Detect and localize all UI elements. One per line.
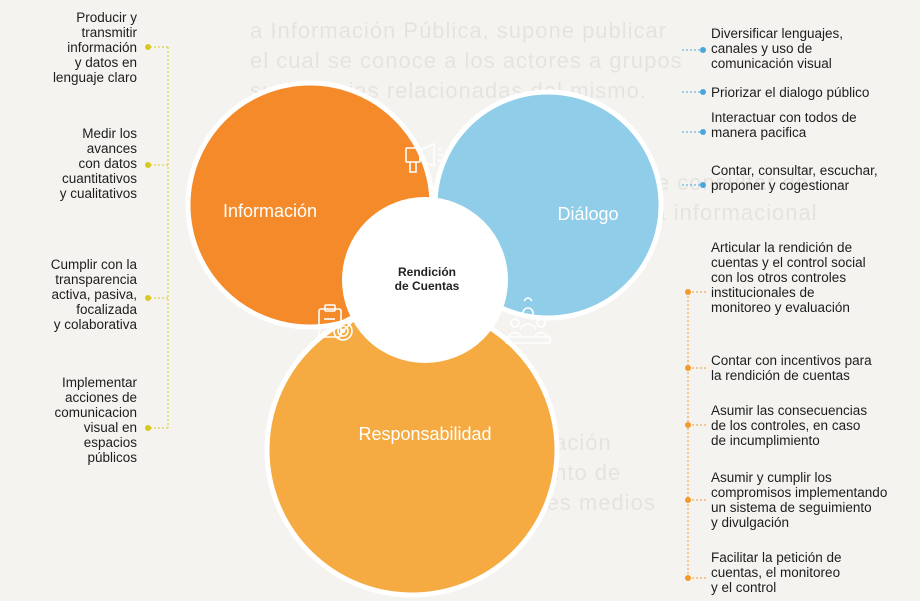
megaphone-icon	[405, 142, 443, 173]
left-item-1-line-3: información	[67, 40, 137, 55]
left-bullet-1	[145, 44, 151, 50]
right-resp-item-1-line-3: con los otros controles	[711, 270, 847, 285]
right-resp-item-4-line-2: compromisos implementando	[711, 485, 888, 500]
left-item-4-line-6: públicos	[87, 450, 137, 465]
right-connector-responsabilidad	[687, 291, 706, 579]
center-circle	[342, 197, 508, 363]
right-resp-item-2-line-2: la rendición de cuentas	[711, 368, 850, 383]
right-dialogo-item-1-line-2: canales y uso de	[711, 41, 813, 56]
right-resp-item-1-line-4: institucionales de	[711, 285, 815, 300]
right-dialogo-item-1-line-1: Diversificar lenguajes,	[711, 26, 844, 41]
left-item-1-line-5: lenguaje claro	[52, 70, 137, 85]
right-dialogo-item-3-line-2: manera pacifica	[711, 125, 807, 140]
right-resp-item-3-line-3: de incumplimiento	[711, 433, 820, 448]
right-resp-item-4-line-1: Asumir y cumplir los	[711, 470, 832, 485]
right-resp-bullet-4	[685, 497, 691, 503]
right-resp-bullet-3	[685, 422, 691, 428]
right-resp-item-5-line-1: Facilitar la petición de	[711, 550, 842, 565]
right-resp-item-2-line-1: Contar con incentivos para	[711, 353, 872, 368]
label-dialogo: Diálogo	[557, 204, 618, 224]
people-group-icon	[505, 297, 551, 344]
right-resp-item-1-line-1: Articular la rendición de	[711, 240, 853, 255]
left-item-4-line-4: visual en	[83, 420, 137, 435]
circle-responsabilidad	[267, 305, 557, 595]
right-resp-item-5-line-3: y el control	[711, 580, 777, 595]
right-resp-bullet-2	[685, 365, 691, 371]
left-item-2-line-5: y cualitativos	[59, 186, 137, 201]
left-bullet-2	[145, 162, 151, 168]
right-dialogo-bullet-3	[700, 129, 706, 135]
target-clipboard-icon	[318, 304, 356, 341]
left-item-1-line-1: Producir y	[76, 10, 137, 25]
left-item-3-line-4: focalizada	[76, 302, 137, 317]
center-title-line2: de Cuentas	[395, 279, 460, 293]
right-resp-item-3-line-2: de los controles, en caso	[711, 418, 861, 433]
left-item-3-line-2: transparencia	[55, 272, 137, 287]
left-connector	[150, 46, 169, 429]
right-resp-item-1-line-5: monitoreo y evaluación	[711, 300, 850, 315]
left-item-2-line-3: con datos	[78, 156, 137, 171]
label-informacion: Información	[223, 201, 317, 221]
right-resp-item-1-line-2: cuentas y el control social	[711, 255, 866, 270]
right-dialogo-bullet-1	[700, 47, 706, 53]
right-resp-item-4-line-4: y divulgación	[711, 515, 790, 530]
right-dialogo-bullet-2	[700, 89, 706, 95]
right-resp-bullet-5	[685, 575, 691, 581]
left-item-1-line-2: transmitir	[81, 25, 137, 40]
right-resp-bullet-1	[685, 289, 691, 295]
left-item-4-line-1: Implementar	[61, 375, 137, 390]
right-resp-item-4-line-3: un sistema de seguimiento	[711, 500, 872, 515]
right-dialogo-item-3-line-1: Interactuar con todos de	[711, 110, 857, 125]
right-dialogo-item-4: Contar, consultar, escuchar,proponer y c…	[711, 163, 878, 193]
left-item-2-line-2: avances	[86, 141, 137, 156]
left-item-4-line-2: acciones de	[64, 390, 137, 405]
left-item-1-line-4: y datos en	[74, 55, 137, 70]
left-item-4-line-3: comunicacion	[54, 405, 137, 420]
label-responsabilidad: Responsabilidad	[358, 424, 491, 444]
right-dialogo-item-2: Priorizar el dialogo público	[711, 85, 869, 100]
right-dialogo-item-2-line-1: Priorizar el dialogo público	[711, 85, 870, 100]
left-item-3-line-5: y colaborativa	[53, 317, 137, 332]
left-item-3-line-1: Cumplir con la	[50, 257, 137, 272]
right-dialogo-item-4-line-1: Contar, consultar, escuchar,	[711, 163, 878, 178]
right-dialogo-item-4-line-2: proponer y cogestionar	[711, 178, 850, 193]
left-item-2-line-1: Medir los	[82, 126, 137, 141]
left-item-2-line-4: cuantitativos	[61, 171, 137, 186]
right-connector-dialogo	[682, 49, 706, 186]
left-bullet-3	[145, 295, 151, 301]
left-item-4-line-5: espacios	[83, 435, 137, 450]
right-dialogo-bullet-4	[700, 182, 706, 188]
right-dialogo-item-1-line-3: comunicación visual	[711, 56, 832, 71]
left-item-3-line-3: activa, pasiva,	[51, 287, 137, 302]
right-resp-item-5-line-2: cuentas, el monitoreo	[711, 565, 841, 580]
right-resp-item-3-line-1: Asumir las consecuencias	[711, 403, 868, 418]
left-bullet-4	[145, 425, 151, 431]
center-title-line1: Rendición	[398, 265, 456, 279]
